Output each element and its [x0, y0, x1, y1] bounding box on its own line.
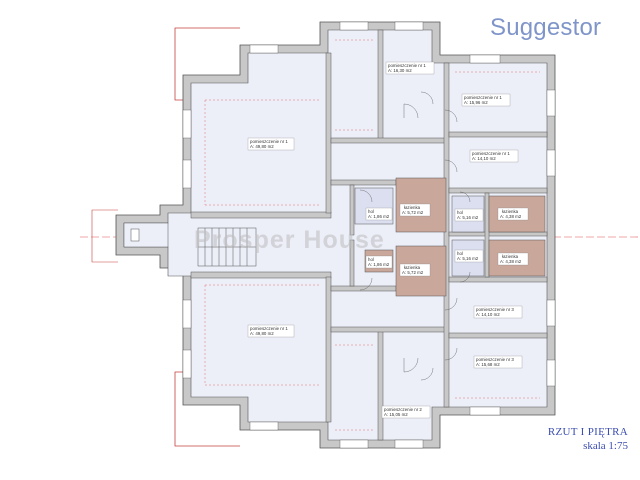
windows — [182, 21, 556, 449]
svg-text:A: 15,96 m2: A: 15,96 m2 — [464, 100, 488, 105]
svg-text:A: 5,16 m2: A: 5,16 m2 — [457, 256, 479, 261]
svg-text:A: 4,38 m2: A: 4,38 m2 — [500, 214, 522, 219]
svg-text:A: 14,10 m2: A: 14,10 m2 — [472, 156, 496, 161]
plan-title: RZUT I PIĘTRA — [547, 426, 628, 438]
svg-text:A: 1,86 m2: A: 1,86 m2 — [368, 262, 390, 267]
svg-text:hol: hol — [457, 251, 463, 256]
svg-text:pomieszczenie nr 3: pomieszczenie nr 3 — [476, 307, 514, 312]
svg-text:hol: hol — [368, 209, 374, 214]
svg-text:A: 1,86 m2: A: 1,86 m2 — [368, 214, 390, 219]
svg-text:A: 5,16 m2: A: 5,16 m2 — [457, 215, 479, 220]
svg-text:pomieszczenie nr 1: pomieszczenie nr 1 — [388, 63, 426, 68]
boundary-left — [91, 209, 118, 263]
room-labels: pomieszczenie nr 1A: 49,80 m2 pomieszcze… — [247, 61, 529, 419]
room-label-bottom-small: pomieszczenie nr 2A: 15,05 m2 — [381, 405, 431, 419]
room-label-right-4: pomieszczenie nr 3A: 15,68 m2 — [473, 355, 523, 369]
stair-niche — [130, 228, 140, 242]
doors — [359, 91, 471, 381]
svg-text:A: 15,68 m2: A: 15,68 m2 — [476, 362, 500, 367]
svg-text:łazienka: łazienka — [502, 254, 519, 259]
svg-text:łazienka: łazienka — [404, 205, 421, 210]
room-label-main-top: pomieszczenie nr 1A: 49,80 m2 — [247, 137, 295, 151]
svg-text:pomieszczenie nr 1: pomieszczenie nr 1 — [464, 95, 502, 100]
agency-watermark: Prosper House — [194, 226, 385, 254]
svg-text:hol: hol — [368, 257, 374, 262]
plan-scale: skala 1:75 — [583, 440, 628, 452]
svg-text:hol: hol — [457, 210, 463, 215]
title-block: RZUT I PIĘTRA skala 1:75 — [528, 426, 628, 452]
svg-text:łazienka: łazienka — [404, 265, 421, 270]
svg-text:pomieszczenie nr 1: pomieszczenie nr 1 — [472, 151, 510, 156]
svg-text:A: 14,10 m2: A: 14,10 m2 — [476, 312, 500, 317]
interior-walls — [190, 29, 548, 441]
room-label-right-3: pomieszczenie nr 3A: 14,10 m2 — [473, 305, 523, 319]
room-label-top-small: pomieszczenie nr 1A: 16,30 m2 — [385, 61, 435, 75]
svg-text:A: 49,80 m2: A: 49,80 m2 — [250, 144, 274, 149]
svg-text:pomieszczenie nr 3: pomieszczenie nr 3 — [476, 357, 514, 362]
stair-core — [123, 222, 169, 248]
svg-text:A: 15,05 m2: A: 15,05 m2 — [384, 412, 408, 417]
svg-text:łazienka: łazienka — [502, 209, 519, 214]
svg-text:A: 5,72 m2: A: 5,72 m2 — [402, 270, 424, 275]
staircase — [197, 227, 257, 267]
svg-text:A: 4,38 m2: A: 4,38 m2 — [500, 259, 522, 264]
svg-text:A: 49,80 m2: A: 49,80 m2 — [250, 331, 274, 336]
svg-text:A: 5,72 m2: A: 5,72 m2 — [402, 210, 424, 215]
brand-watermark: Suggestor — [490, 14, 602, 41]
dimension-lines — [204, 39, 540, 431]
room-label-right-2: pomieszczenie nr 1A: 14,10 m2 — [469, 149, 519, 163]
svg-text:A: 16,30 m2: A: 16,30 m2 — [388, 68, 412, 73]
svg-text:pomieszczenie nr 1: pomieszczenie nr 1 — [250, 139, 288, 144]
room-label-main-bottom: pomieszczenie nr 1A: 49,80 m2 — [247, 324, 295, 338]
svg-text:pomieszczenie nr 2: pomieszczenie nr 2 — [384, 407, 422, 412]
svg-text:pomieszczenie nr 1: pomieszczenie nr 1 — [250, 326, 288, 331]
room-label-right-1: pomieszczenie nr 1A: 15,96 m2 — [461, 93, 511, 107]
